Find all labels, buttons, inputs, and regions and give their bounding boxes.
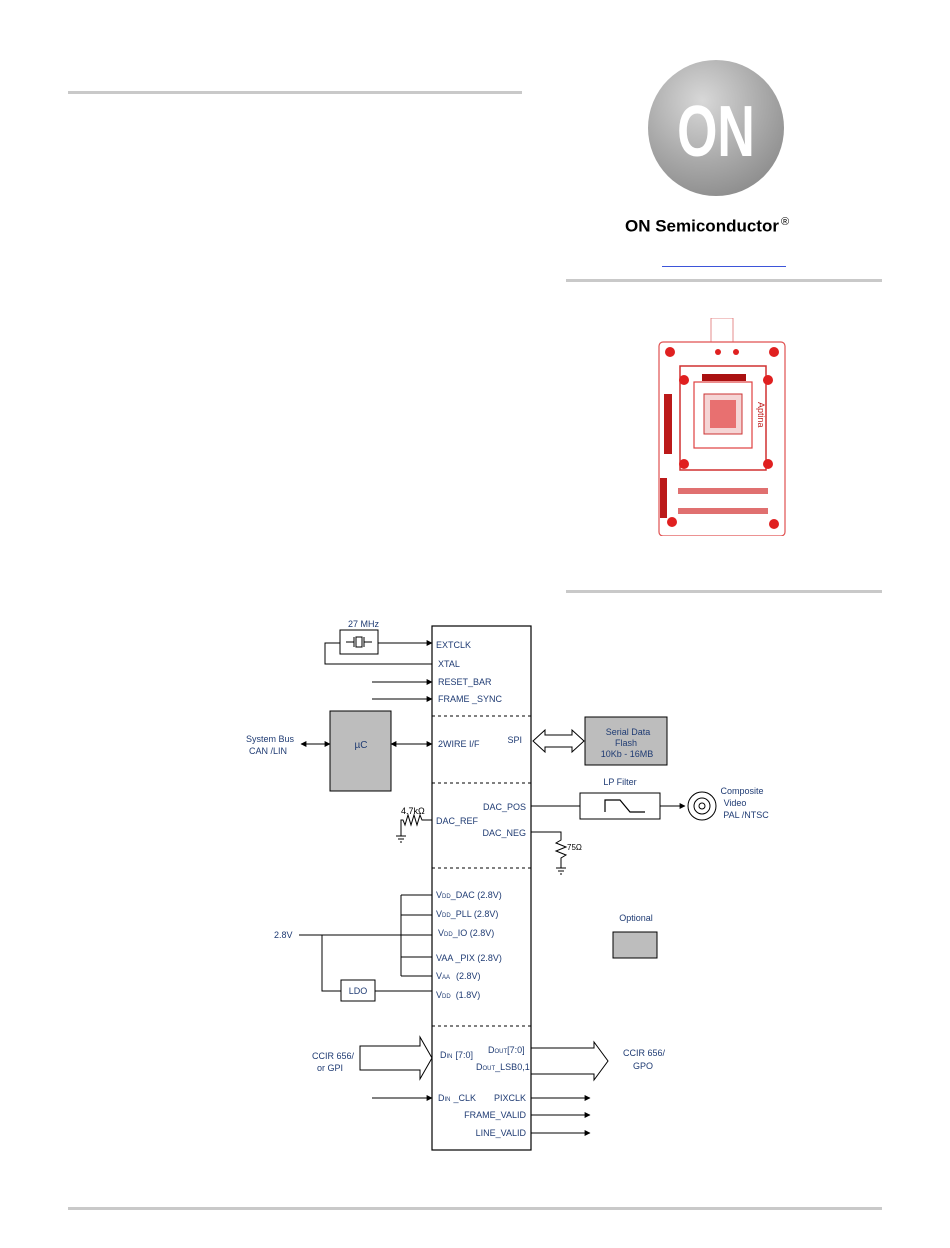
spi-bus-arrow (532, 728, 585, 754)
pin-dac-pos: DAC_POS (483, 802, 526, 812)
flash-line-1: Serial Data (606, 727, 651, 737)
footer-rule (68, 1207, 882, 1210)
resistor-4-7k: 4.7kΩ (401, 806, 425, 816)
on-semiconductor-logo: ON (648, 60, 784, 196)
pin-vaa-pix: VAA _PIX (2.8V) (436, 953, 502, 963)
composite-connector (687, 791, 717, 821)
ldo-label: LDO (349, 986, 368, 996)
pin-vdd-io-rest: _IO (2.8V) (452, 928, 495, 938)
pin-dout-lsb: DOUT_LSB0,1 (476, 1062, 530, 1072)
dout-lsb-sub: OUT (483, 1066, 496, 1072)
pin-vdd-io: VDD_IO (2.8V) (438, 928, 494, 938)
logo-letters: ON (677, 92, 755, 172)
pin-line-valid: LINE_VALID (476, 1128, 527, 1138)
demo-board-image: Aptina (658, 318, 786, 536)
flash-line-2: Flash (615, 738, 637, 748)
composite-line-3: PAL /NTSC (723, 810, 769, 820)
pin-frame-valid: FRAME_VALID (464, 1110, 526, 1120)
board-silkscreen: Aptina (756, 402, 766, 428)
pin-dac-neg: DAC_NEG (482, 828, 526, 838)
pin-xtal: XTAL (438, 659, 460, 669)
brand-wordmark: ON Semiconductor® (625, 216, 835, 237)
power-pin-labels: VDD_DAC (2.8V) VDD_PLL (2.8V) VDD_IO (2.… (436, 890, 502, 1000)
brand-name: ON Semiconductor (625, 216, 779, 236)
pin-vdd-core-sub: DD (442, 994, 451, 1000)
lp-filter-label: LP Filter (603, 777, 636, 787)
ccir-out-line-2: GPO (633, 1061, 653, 1071)
ccir-input-arrow (359, 1035, 433, 1081)
pin-2wire: 2WIRE I/F (438, 739, 480, 749)
pin-vdd-dac-rest: _DAC (2.8V) (450, 890, 502, 900)
uc-block (329, 710, 392, 792)
pin-vaa: VAA(2.8V) (436, 971, 481, 981)
pin-din-clk: DIN_CLK (438, 1093, 476, 1103)
composite-line-1: Composite (720, 786, 763, 796)
pin-din: DIN[7:0] (440, 1050, 473, 1060)
pin-dac-ref: DAC_REF (436, 816, 479, 826)
pin-vdd-core-rest: (1.8V) (456, 990, 481, 1000)
pin-pixclk: PIXCLK (494, 1093, 526, 1103)
pin-dout: DOUT[7:0] (488, 1045, 525, 1055)
optional-label: Optional (619, 913, 653, 923)
can-lin-label: CAN /LIN (249, 746, 287, 756)
ccir-in-line-1: CCIR 656/ (312, 1051, 355, 1061)
pin-din-range: [7:0] (456, 1050, 474, 1060)
composite-line-2: Video (724, 798, 747, 808)
crystal-label: 27 MHz (348, 619, 380, 629)
pin-frame-sync: FRAME _SYNC (438, 694, 503, 704)
din-sub: IN (447, 1054, 453, 1060)
pin-vdd-io-sub: DD (444, 932, 453, 938)
pin-din-clk-rest: _CLK (453, 1093, 477, 1103)
website-link-underline[interactable] (662, 266, 786, 267)
pin-dout-lsb-rest: _LSB0,1 (494, 1062, 530, 1072)
image-rule-right (566, 590, 882, 593)
registered-mark: ® (780, 216, 790, 228)
ccir-out-line-1: CCIR 656/ (623, 1048, 666, 1058)
serial-flash-block (584, 716, 668, 766)
pin-extclk: EXTCLK (436, 640, 471, 650)
system-bus-label: System Bus (246, 734, 295, 744)
dout-sub: OUT (495, 1049, 508, 1055)
optional-legend-swatch (612, 931, 658, 959)
sensor-chip-block (431, 625, 532, 1151)
pin-vaa-rest: (2.8V) (456, 971, 481, 981)
ldo-block (340, 979, 376, 1002)
pin-vdd-pll: VDD_PLL (2.8V) (436, 909, 498, 919)
pin-reset-bar: RESET_BAR (438, 677, 492, 687)
flash-line-3: 10Kb - 16MB (601, 749, 654, 759)
pin-vdd-dac: VDD_DAC (2.8V) (436, 890, 502, 900)
pin-dout-range: [7:0] (507, 1045, 525, 1055)
pin-vdd-pll-sub: DD (442, 913, 451, 919)
resistor-75: 75Ω (567, 843, 582, 852)
supply-label: 2.8V (274, 930, 293, 940)
crystal-box (339, 629, 379, 655)
lp-filter-block (579, 792, 661, 820)
pin-vaa-sub: AA (442, 975, 450, 981)
ccir-output-arrow (530, 1040, 609, 1082)
pin-spi: SPI (507, 735, 522, 745)
din-clk-sub: IN (445, 1097, 451, 1103)
pin-vdd-pll-rest: _PLL (2.8V) (450, 909, 499, 919)
header-rule-left (68, 91, 522, 94)
pin-vdd-core: VDD(1.8V) (436, 990, 480, 1000)
pin-vdd-dac-sub: DD (442, 894, 451, 900)
ccir-in-line-2: or GPI (317, 1063, 343, 1073)
header-rule-right (566, 279, 882, 282)
uc-label: µC (355, 740, 368, 751)
